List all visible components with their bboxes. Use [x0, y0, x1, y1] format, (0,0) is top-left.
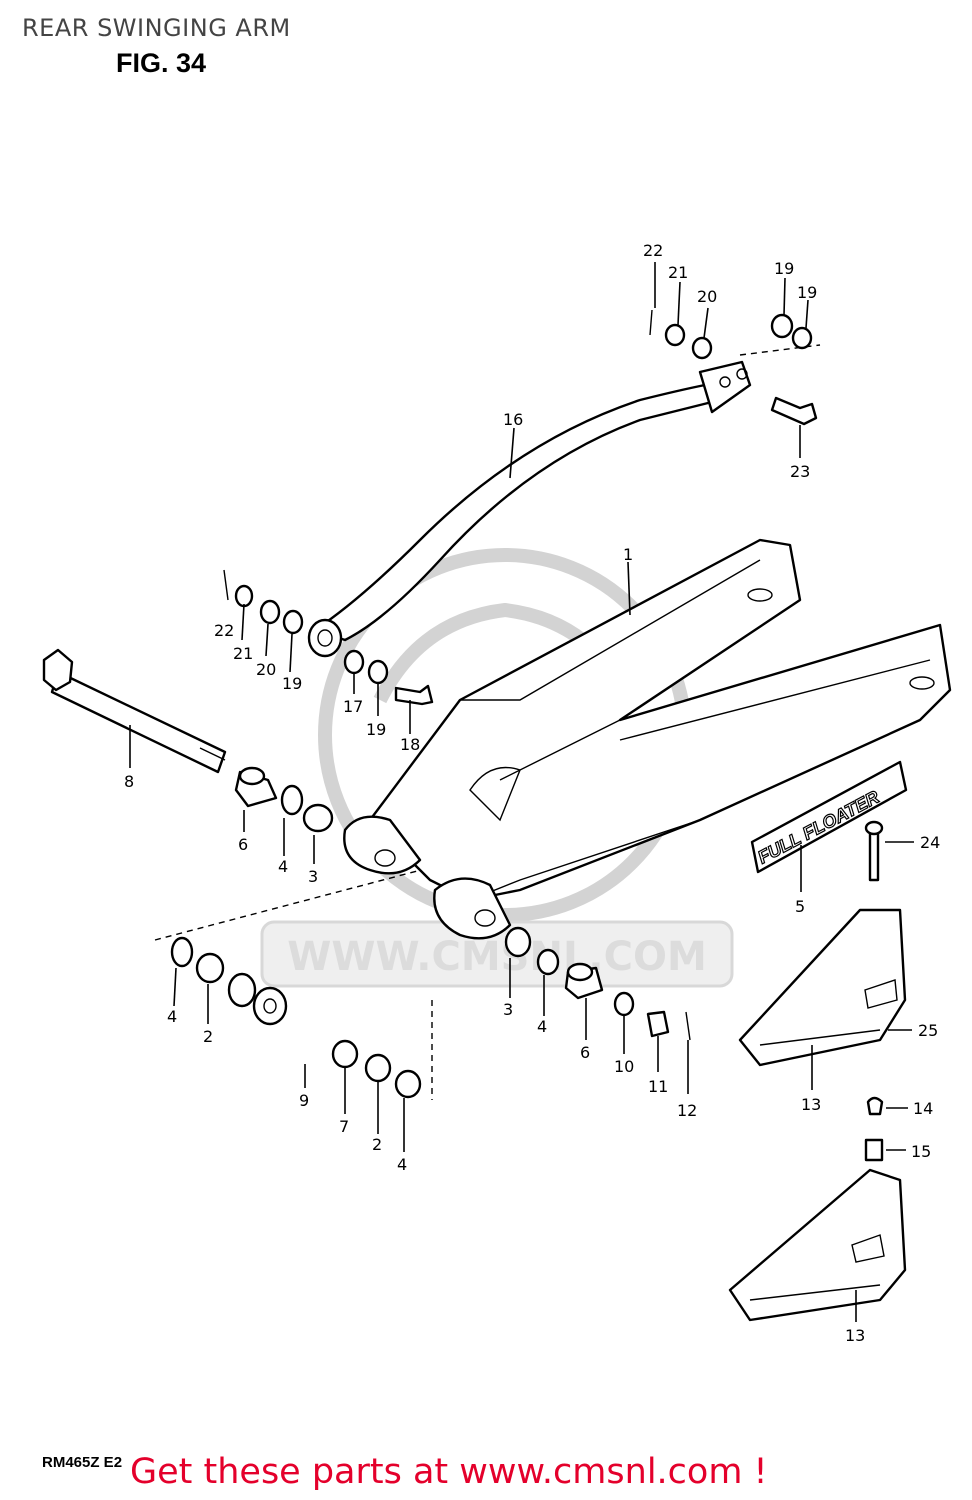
- callout-2-low: 2: [203, 1027, 213, 1046]
- part-13-chain-guide-b: [728, 1168, 907, 1322]
- part-19-nut-mid: [282, 609, 304, 635]
- part-2-washer-low: [195, 952, 225, 984]
- callout-12: 12: [677, 1101, 697, 1120]
- part-20-washer-top: [691, 336, 713, 360]
- watermark-text: WWW.CMSNL.COM: [287, 934, 707, 980]
- part-21-nut-top: [664, 323, 686, 347]
- callout-19-top-a: 19: [774, 259, 794, 278]
- callout-4-left: 4: [278, 857, 288, 876]
- leader-19-mid: [289, 633, 293, 673]
- callout-22-top: 22: [643, 241, 663, 260]
- callout-25: 25: [918, 1021, 938, 1040]
- part-6-bushing-right: [564, 962, 604, 1000]
- callout-2-bottom: 2: [372, 1135, 382, 1154]
- callout-19-mid: 19: [282, 674, 302, 693]
- leader-19-top-b: [805, 299, 809, 329]
- part-4-seal-right: [536, 948, 560, 976]
- footer-link[interactable]: Get these parts at www.cmsnl.com !: [130, 1452, 768, 1492]
- callout-19-top-b: 19: [797, 283, 817, 302]
- part-19-nut-mid-b: [367, 659, 389, 685]
- part-6-bushing-left: [234, 766, 278, 808]
- leader-20-top: [703, 307, 709, 339]
- callout-18: 18: [400, 735, 420, 754]
- part-21-nut-mid: [234, 584, 254, 608]
- callout-17: 17: [343, 697, 363, 716]
- callout-3-left: 3: [308, 867, 318, 886]
- callout-7: 7: [339, 1117, 349, 1136]
- callout-21-mid: 21: [233, 644, 253, 663]
- leader-16: [509, 427, 515, 479]
- part-2b-washer-low: [227, 972, 257, 1008]
- part-13-chain-guide-a: [738, 908, 907, 1067]
- badge-text: FULL FLOATER: [754, 787, 882, 868]
- callout-4-bottom: 4: [397, 1155, 407, 1174]
- callout-15: 15: [911, 1142, 931, 1161]
- part-3-bearing-right: [504, 926, 532, 958]
- callout-labels: 22 21 20 19 19 16 23 1 22 21 20 19 17 19…: [124, 241, 940, 1345]
- part-22-cotter-pin-mid: [223, 569, 229, 601]
- leader-19-top-a: [783, 277, 786, 316]
- leader-21-mid: [241, 603, 245, 641]
- part-22-cotter-pin-top: [649, 309, 653, 336]
- callout-3-right: 3: [503, 1000, 513, 1019]
- part-11-nut: [646, 1010, 670, 1038]
- callout-13-b: 13: [845, 1326, 865, 1345]
- callout-21-top: 21: [668, 263, 688, 282]
- leader-20-mid: [265, 623, 269, 657]
- leader-4-low: [173, 967, 177, 1007]
- part-3-bearing-left: [302, 803, 334, 833]
- part-15-collar: [864, 1138, 884, 1162]
- part-2-washer-bottom: [364, 1053, 392, 1083]
- part-18-bolt: [394, 684, 434, 706]
- part-16-torque-link: [307, 360, 752, 658]
- part-9-spacer: [252, 986, 288, 1026]
- callout-20-mid: 20: [256, 660, 276, 679]
- part-12-cotter-pin: [685, 1011, 691, 1041]
- callout-16: 16: [503, 410, 523, 429]
- part-4-seal-low: [170, 936, 194, 968]
- callout-4-low: 4: [167, 1007, 177, 1026]
- callout-24: 24: [920, 833, 940, 852]
- axis-line-left: [154, 864, 441, 941]
- callout-14: 14: [913, 1099, 933, 1118]
- figure-number: FIG. 34: [116, 48, 207, 78]
- part-1-swing-arm: [343, 538, 952, 940]
- part-19-nut-top-a: [770, 313, 794, 339]
- part-19-nut-top-b: [791, 326, 813, 350]
- callout-4-right: 4: [537, 1017, 547, 1036]
- leader-21-top: [677, 281, 681, 326]
- model-code: RM465Z E2: [42, 1454, 123, 1471]
- part-7-collar: [331, 1039, 359, 1069]
- callout-19-mid-b: 19: [366, 720, 386, 739]
- callout-1: 1: [623, 545, 633, 564]
- part-23-bolt: [770, 396, 818, 426]
- callout-5: 5: [795, 897, 805, 916]
- leader-1: [627, 561, 631, 616]
- callout-23: 23: [790, 462, 810, 481]
- callout-8: 8: [124, 772, 134, 791]
- page-title: REAR SWINGING ARM: [22, 14, 291, 42]
- part-8-pivot-shaft: [42, 648, 227, 774]
- part-14-screw: [866, 1096, 884, 1116]
- callout-9: 9: [299, 1091, 309, 1110]
- callout-10: 10: [614, 1057, 634, 1076]
- part-24-bolt: [868, 828, 880, 882]
- part-4-seal-left: [280, 784, 304, 816]
- part-10-washer: [613, 991, 635, 1017]
- callout-20-top: 20: [697, 287, 717, 306]
- part-20-washer-mid: [259, 599, 281, 625]
- callout-6-right: 6: [580, 1043, 590, 1062]
- part-17-collar: [343, 649, 365, 675]
- callout-22-mid: 22: [214, 621, 234, 640]
- callout-6-left: 6: [238, 835, 248, 854]
- callout-13-a: 13: [801, 1095, 821, 1114]
- part-4-seal-bottom: [394, 1069, 422, 1099]
- watermark-logo: WWW.CMSNL.COM: [260, 548, 734, 988]
- callout-11: 11: [648, 1077, 668, 1096]
